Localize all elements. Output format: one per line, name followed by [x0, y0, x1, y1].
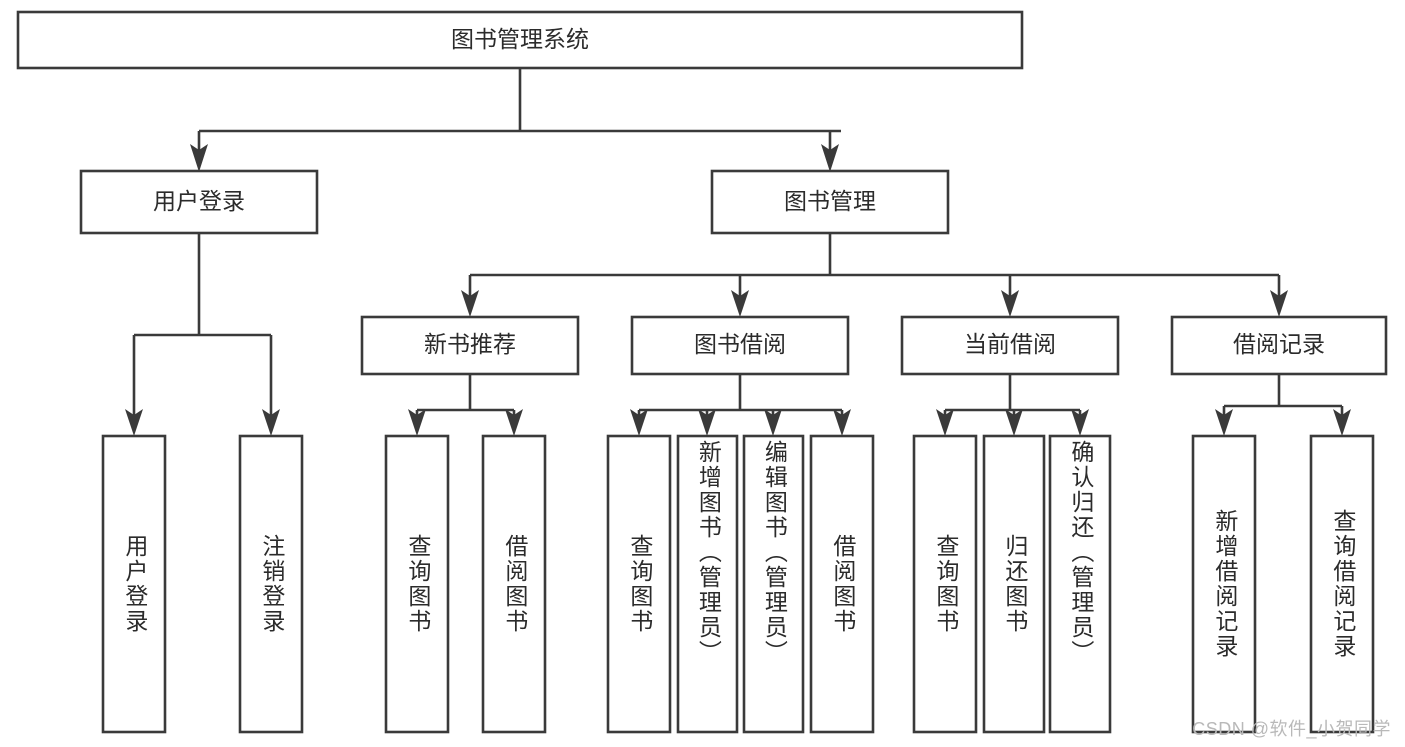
- connector-bookborrow-to-leaves: [630, 374, 851, 436]
- leaf-node-logout[interactable]: [238, 434, 304, 734]
- leaf-node-query-book-3[interactable]: [912, 434, 978, 734]
- connector-userlogin-to-leaves: [125, 233, 280, 436]
- csdn-watermark: CSDN @软件_小贺同学: [1192, 719, 1391, 739]
- node-book-manage-label: 图书管理: [784, 188, 876, 214]
- leaf-node-query-borrow-record[interactable]: [1309, 434, 1375, 734]
- node-root-label: 图书管理系统: [451, 26, 589, 52]
- leaf-node-borrow-book-2[interactable]: [809, 434, 875, 734]
- leaf-node-confirm-return[interactable]: [1048, 434, 1112, 734]
- connector-root-to-level2: [190, 68, 841, 172]
- node-user-login[interactable]: 用户登录: [79, 169, 319, 235]
- node-new-book-recommend[interactable]: 新书推荐: [360, 315, 580, 376]
- node-book-manage[interactable]: 图书管理: [710, 169, 950, 235]
- node-root[interactable]: 图书管理系统: [16, 10, 1024, 70]
- leaf-node-return-book[interactable]: [982, 434, 1046, 734]
- node-current-borrow-label: 当前借阅: [964, 331, 1056, 357]
- leaf-node-query-book-2[interactable]: [606, 434, 672, 734]
- leaf-node-add-borrow-record[interactable]: [1191, 434, 1257, 734]
- leaf-node-edit-book[interactable]: [742, 434, 805, 734]
- leaf-node-add-book[interactable]: [676, 434, 739, 734]
- node-borrow-record[interactable]: 借阅记录: [1170, 315, 1388, 376]
- leaf-node-user-login[interactable]: [101, 434, 167, 734]
- node-user-login-label: 用户登录: [153, 188, 245, 214]
- node-book-borrow-label: 图书借阅: [694, 331, 786, 357]
- leaf-node-borrow-book-1[interactable]: [481, 434, 547, 734]
- connector-borrowrecord-to-leaves: [1215, 374, 1351, 436]
- connector-bookmanage-to-level3: [461, 233, 1288, 317]
- leaf-node-query-book-1[interactable]: [384, 434, 450, 734]
- connector-currentborrow-to-leaves: [936, 374, 1089, 436]
- node-current-borrow[interactable]: 当前借阅: [900, 315, 1120, 376]
- node-borrow-record-label: 借阅记录: [1233, 331, 1325, 357]
- node-book-borrow[interactable]: 图书借阅: [630, 315, 850, 376]
- node-new-book-recommend-label: 新书推荐: [424, 331, 516, 357]
- connector-newbook-to-leaves: [408, 374, 523, 436]
